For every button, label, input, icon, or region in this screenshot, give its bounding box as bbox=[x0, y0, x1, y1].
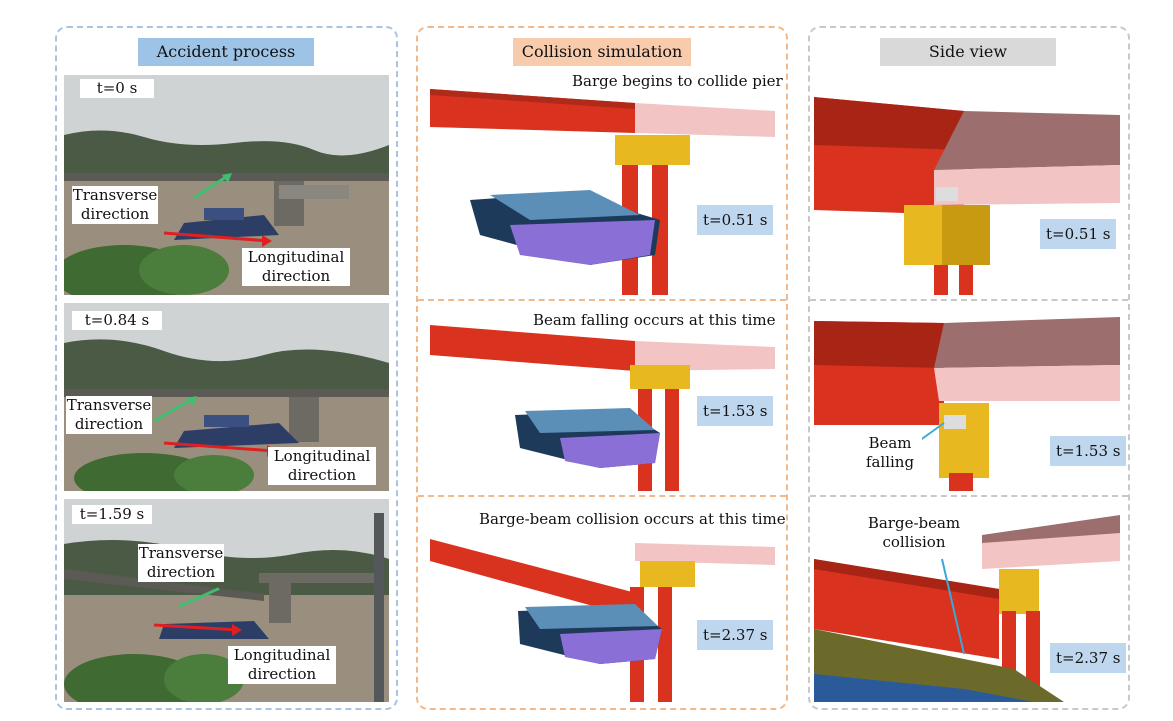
collision-simulation-panel bbox=[416, 26, 788, 710]
simulation-time-2: t=1.53 s bbox=[697, 396, 774, 426]
simulation-caption-3: Barge-beam collision occurs at this time bbox=[479, 510, 786, 528]
simulation-image-1 bbox=[430, 75, 775, 295]
side-view-time-2: t=1.53 s bbox=[1050, 436, 1127, 466]
accident-photo-3 bbox=[64, 499, 389, 702]
accident-process-panel bbox=[55, 26, 398, 710]
simulation-time-3: t=2.37 s bbox=[697, 620, 774, 650]
simulation-image-3 bbox=[430, 499, 775, 702]
side-view-time-3: t=2.37 s bbox=[1050, 643, 1127, 673]
side-view-time-1: t=0.51 s bbox=[1040, 219, 1117, 249]
side-view-panel bbox=[808, 26, 1130, 710]
accident-time-1: t=0 s bbox=[80, 79, 154, 98]
accident-time-3: t=1.59 s bbox=[72, 505, 152, 524]
accident-time-2: t=0.84 s bbox=[72, 311, 162, 330]
side-separator-2 bbox=[810, 495, 1128, 497]
side-view-header: Side view bbox=[880, 38, 1056, 66]
simulation-image-2 bbox=[430, 303, 775, 491]
simulation-caption-2: Beam falling occurs at this time bbox=[533, 311, 776, 329]
collision-simulation-header: Collision simulation bbox=[513, 38, 691, 66]
side-separator-1 bbox=[810, 299, 1128, 301]
side-view-image-2 bbox=[814, 303, 1120, 491]
sim-separator-1 bbox=[418, 299, 786, 301]
side-view-image-1 bbox=[814, 75, 1120, 295]
simulation-caption-1: Barge begins to collide pier bbox=[572, 72, 783, 90]
sim-separator-2 bbox=[418, 495, 786, 497]
side-view-image-3 bbox=[814, 499, 1120, 702]
simulation-time-1: t=0.51 s bbox=[697, 205, 774, 235]
accident-process-header: Accident process bbox=[138, 38, 314, 66]
